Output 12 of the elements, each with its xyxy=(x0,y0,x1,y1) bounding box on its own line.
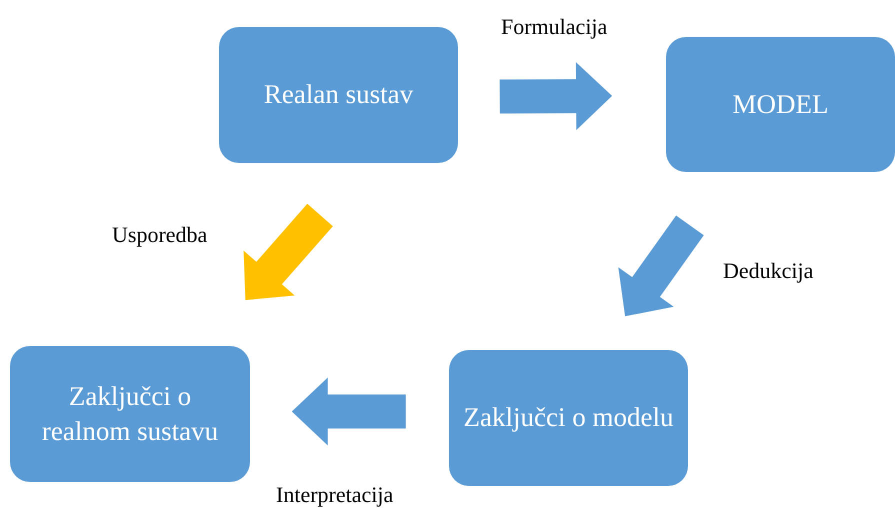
process-box xyxy=(449,350,688,486)
block-arrow xyxy=(618,216,704,316)
box-text: MODEL xyxy=(732,88,828,121)
block-arrow xyxy=(500,62,612,130)
box-text: Realan sustav xyxy=(264,78,414,112)
block-arrow xyxy=(244,204,333,300)
box-text: Zaključci o modelu xyxy=(464,401,674,434)
process-box xyxy=(10,346,250,482)
block-arrow xyxy=(292,378,406,446)
process-box xyxy=(219,27,458,163)
box-text: Zaključci o realnom sustavu xyxy=(40,380,220,448)
process-box xyxy=(666,37,895,172)
